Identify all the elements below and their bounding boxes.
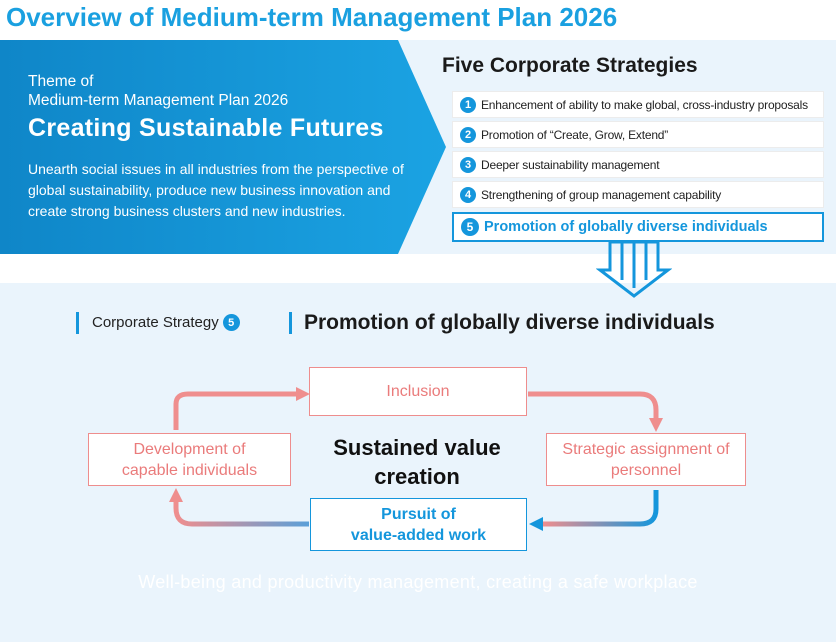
number-badge-icon: 4 [460,186,476,203]
strategic-label: personnel [610,461,682,479]
page-title: Overview of Medium-term Management Plan … [6,2,618,32]
strategy-label: Deeper sustainability management [481,157,660,172]
strategy-item-1: 1 Enhancement of ability to make global,… [452,91,824,118]
strategic-label: Strategic assignment of [562,440,730,458]
number-badge-icon: 5 [222,314,240,331]
pursuit-label: value-added work [350,526,487,544]
arrowhead-icon [296,387,310,401]
down-arrow-icon [596,240,672,298]
theme-banner [0,40,446,254]
theme-heading: Creating Sustainable Futures [28,114,384,142]
arrow-to-development [173,502,309,527]
theme-plan-name: Medium-term Management Plan 2026 [28,92,289,109]
theme-label: Theme of [28,73,94,90]
strategies-title: Five Corporate Strategies [442,54,698,77]
center-label-line: creation [374,464,460,489]
strategy-item-2: 2 Promotion of “Create, Grow, Extend” [452,121,824,148]
number-badge-icon: 2 [460,126,476,143]
number-badge-icon: 1 [460,96,476,113]
heading-bar [289,312,292,334]
inclusion-label: Inclusion [386,383,450,400]
arrow-to-inclusion [173,391,296,430]
corporate-strategy-text: Corporate Strategy [92,314,219,331]
arrowhead-icon [529,517,543,531]
development-box: Development of capable individuals [88,433,291,486]
pursuit-box: Pursuit of value-added work [310,498,527,551]
strategy-item-5-highlighted: 5 Promotion of globally diverse individu… [452,212,824,242]
strategy-label: Promotion of globally diverse individual… [484,219,768,235]
heading-bar [76,312,79,334]
strategy-label: Enhancement of ability to make global, c… [481,97,808,112]
center-label: Sustained value creation [312,433,522,491]
foundation-label: Well-being and productivity management, … [138,572,698,592]
arrow-to-strategic [528,391,659,418]
theme-block: Theme of Medium-term Management Plan 202… [28,72,408,222]
strategic-assignment-box: Strategic assignment of personnel [546,433,746,486]
corporate-strategy-label: Corporate Strategy 5 [92,314,240,331]
strategy-detail-title: Promotion of globally diverse individual… [304,311,715,334]
arrow-to-pursuit [543,490,659,527]
strategy-label: Promotion of “Create, Grow, Extend” [481,127,669,142]
strategy-label: Strengthening of group management capabi… [481,187,722,202]
center-label-line: Sustained value [333,435,501,460]
inclusion-box: Inclusion [309,367,527,416]
number-badge-icon: 5 [461,218,479,236]
arrowhead-icon [169,488,183,502]
development-label: capable individuals [121,461,258,479]
arrowhead-icon [649,418,663,432]
theme-description: Unearth social issues in all industries … [28,161,404,219]
pursuit-label: Pursuit of [381,505,456,523]
strategy-item-4: 4 Strengthening of group management capa… [452,181,824,208]
strategy-item-3: 3 Deeper sustainability management [452,151,824,178]
number-badge-icon: 3 [460,156,476,173]
development-label: Development of [133,440,246,458]
